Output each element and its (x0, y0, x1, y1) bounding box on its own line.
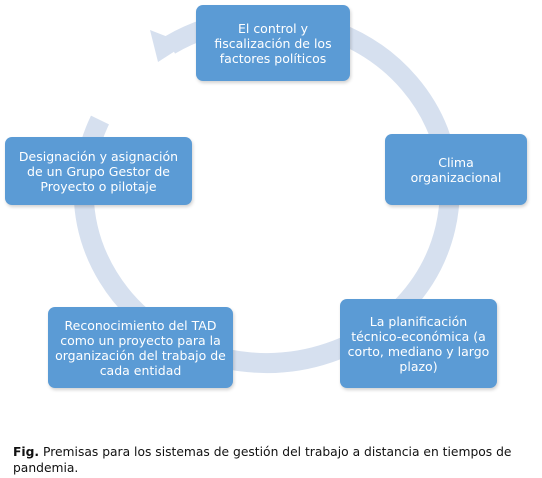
cycle-arrowhead (150, 30, 186, 62)
node-organizational-climate: Clima organizacional (385, 134, 527, 205)
node-label: Reconocimiento del TAD como un proyecto … (55, 317, 226, 378)
node-label: Designación y asignación de un Grupo Ges… (18, 148, 179, 194)
node-label: La planificación técnico-económica (a co… (347, 313, 490, 374)
node-technical-economic-planning: La planificación técnico-económica (a co… (340, 299, 497, 388)
figure-caption: Fig. Premisas para los sistemas de gesti… (13, 444, 541, 476)
node-tad-recognition: Reconocimiento del TAD como un proyecto … (48, 307, 233, 388)
node-label: El control y fiscalización de los factor… (214, 20, 332, 66)
caption-prefix: Fig. (13, 445, 40, 459)
node-management-group-designation: Designación y asignación de un Grupo Ges… (5, 137, 192, 205)
node-political-factors-control: El control y fiscalización de los factor… (196, 5, 350, 81)
caption-text: Premisas para los sistemas de gestión de… (13, 445, 512, 475)
node-label: Clima organizacional (410, 154, 502, 185)
